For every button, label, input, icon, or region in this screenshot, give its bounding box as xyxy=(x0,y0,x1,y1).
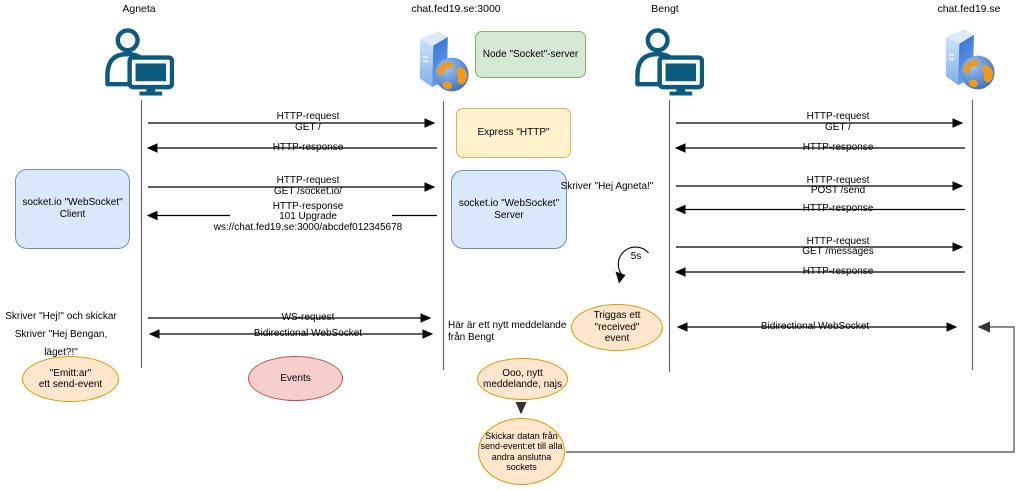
actor-label-agneta: Agneta xyxy=(122,3,156,15)
msg-right-http-post-send: HTTP-request POST /send xyxy=(806,174,870,196)
ellipse-emit-send-event: "Emitt:ar" ett send-event xyxy=(22,356,119,402)
msg-left-http-request-socketio: HTTP-request GET /socket.io/ xyxy=(273,175,343,197)
msg-right-http-response-2: HTTP-response xyxy=(802,203,874,214)
ellipse-events: Events xyxy=(248,356,343,401)
note-agneta-typing: Skriver "Hej!" och skickar Skriver "Hej … xyxy=(5,311,117,358)
user-at-computer-icon xyxy=(103,27,175,101)
msg-left-http-response: HTTP-response xyxy=(272,141,344,153)
express-http-box: Express "HTTP" xyxy=(456,108,571,158)
msg-right-bidirectional-websocket: Bidirectional WebSocket xyxy=(760,320,870,332)
ellipse-received-event: Triggas ett "received" event xyxy=(571,304,663,351)
note-bengt-typing: Skriver "Hej Agneta!" xyxy=(560,181,654,192)
loop-5s-icon xyxy=(615,246,649,284)
note-new-message: Här är ett nytt meddelande från Bengt xyxy=(448,320,567,343)
msg-ws-request: WS-request xyxy=(281,312,335,323)
msg-right-http-request-get: HTTP-request GET / xyxy=(806,111,870,133)
ellipse-broadcast-sockets: Skickar datan från send-event:et till al… xyxy=(478,418,565,485)
actor-label-chat3000: chat.fed19.se:3000 xyxy=(411,3,501,15)
node-socket-server-box: Node "Socket"-server xyxy=(475,31,586,78)
msg-left-101-upgrade: HTTP-response 101 Upgrade ws://chat.fed1… xyxy=(213,200,403,233)
note-poll-interval: 5s xyxy=(630,251,642,262)
msg-left-bidirectional-websocket: Bidirectional WebSocket xyxy=(253,327,363,339)
broadcast-feedback-connector xyxy=(566,321,1015,453)
server-globe-icon xyxy=(417,27,471,100)
socketio-server-box: socket.io "WebSocket" Server xyxy=(451,170,567,249)
user-at-computer-icon xyxy=(633,27,705,101)
ellipse-ooo-new-message: Ooo, nytt meddelande, najs xyxy=(477,358,568,400)
actor-label-bengt: Bengt xyxy=(651,3,679,15)
actor-label-chatfed19: chat.fed19.se xyxy=(937,3,1001,15)
socketio-client-box: socket.io "WebSocket" Client xyxy=(15,169,130,249)
msg-left-http-request-get: HTTP-request GET / xyxy=(276,111,340,133)
msg-right-http-response-3: HTTP-response xyxy=(802,265,874,277)
msg-right-http-response-1: HTTP-response xyxy=(802,141,874,153)
server-globe-icon xyxy=(943,25,997,98)
msg-right-http-get-messages: HTTP-request GET /messages xyxy=(802,235,874,257)
